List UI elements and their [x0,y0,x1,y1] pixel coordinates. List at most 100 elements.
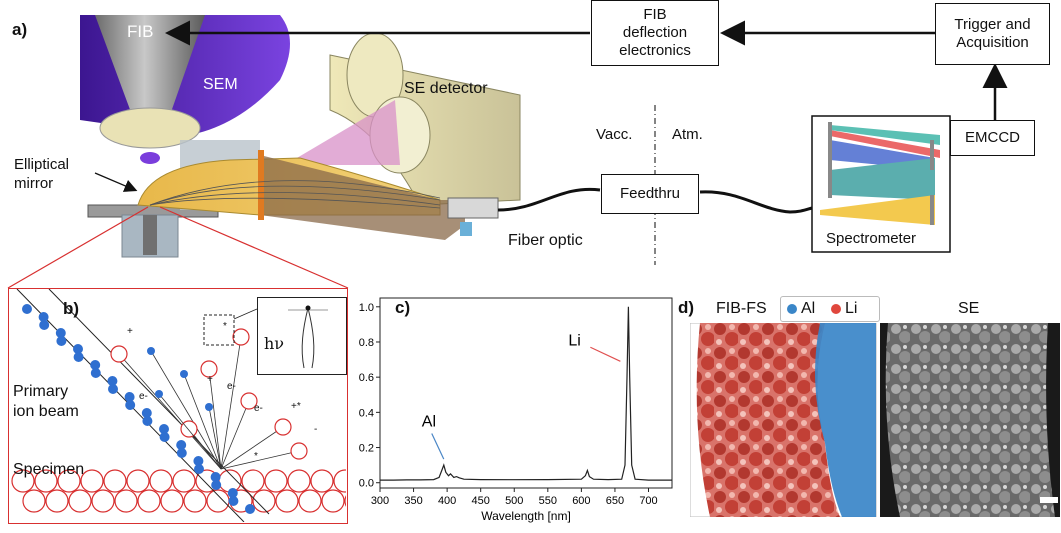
charge-label: +* [291,401,301,412]
photon-inset: hν [257,297,347,375]
ion [73,344,83,354]
specimen-atom [80,469,104,493]
specimen-atom [287,469,311,493]
x-tick-label: 450 [472,495,490,507]
specimen-atom [91,489,115,513]
legend-li-label: Li [845,300,858,317]
specimen-atom [344,489,368,513]
ion [73,352,84,362]
elliptical-mirror-label: Elliptical mirror [14,156,70,192]
mirror-rays [149,180,441,209]
spectrometer-label: Spectrometer [826,230,917,247]
spectrum-line [380,306,672,481]
ion [193,456,204,466]
y-tick-label: 0.2 [359,443,374,455]
y-tick-label: 0.4 [359,407,374,419]
x-tick-label: 600 [572,495,590,507]
ion [227,488,238,498]
li-annotation: Li [568,333,580,350]
ion [55,328,66,338]
x-tick-label: 700 [639,495,657,507]
specimen-atom [206,489,230,513]
li-arrow [590,346,621,362]
charge-label: + [207,374,213,385]
panel-b: +e-+e-e-+*-** b) Primary ion beam Specim… [8,288,368,524]
panel-b-tag: b) [63,299,80,318]
ion [194,464,204,474]
fib-label: FIB [127,22,154,41]
panel-c-tag: c) [395,298,411,317]
legend-al-marker [787,304,797,314]
fiber-optic-cable [497,187,601,212]
x-axis-label: Wavelength [nm] [481,509,571,523]
emitted-atom [274,418,292,436]
ion [211,480,222,490]
ion [141,408,152,418]
emitted-ion [155,390,163,398]
emitted-atom [200,360,218,378]
ion [22,304,32,314]
specimen-atom [149,469,173,493]
specimen-atom [11,469,35,493]
specimen-atom [114,489,138,513]
specimen-atom [321,489,345,513]
specimen-atom [218,469,242,493]
x-tick-label: 400 [438,495,456,507]
charge-label: * [223,321,227,332]
specimen-atom [126,469,150,493]
specimen-atom [57,469,81,493]
charge-label: e- [227,381,236,392]
ion [124,392,135,402]
feedthru-box: Feedthru [601,174,699,214]
spectrometer-rays [820,125,940,225]
panel-a-tag: a) [12,20,28,39]
sem-label: SEM [203,76,238,93]
specimen-atom [22,489,46,513]
specimen-atom [45,489,69,513]
se-detector-label: SE detector [404,80,488,97]
ion [90,368,101,378]
ion [176,440,187,450]
legend-li-marker [831,304,841,314]
y-tick-label: 0.0 [359,478,374,490]
ion [108,384,118,394]
ion [159,432,170,442]
panel-d-tag: d) [678,298,695,317]
emitted-atom [240,392,258,410]
specimen-atom [103,469,127,493]
specimen-atom [172,469,196,493]
x-tick-label: 300 [371,495,389,507]
specimen-label: Specimen [13,461,85,478]
y-tick-label: 0.6 [359,372,374,384]
legend: Al Li [780,296,880,322]
specimen-atom [160,489,184,513]
fibfs-label: FIB-FS [716,300,767,317]
ion [159,424,169,434]
panel-b-drawing: +e-+e-e-+*-** [11,288,368,523]
specimen-atom [183,489,207,513]
specimen-atom [252,489,276,513]
ion [39,320,50,330]
al-annotation: Al [422,413,436,430]
charge-label: e- [254,403,263,414]
hnu-label: hν [264,334,285,353]
ion [90,360,101,370]
emitted-ion [205,403,213,411]
atm-label: Atm. [672,126,703,143]
se-image-label: SE [958,300,980,317]
charge-label: e- [139,391,148,402]
specimen-atom [264,469,288,493]
ion [107,376,118,386]
al-arrow [431,433,445,460]
fib-column [95,15,205,140]
x-tick-label: 350 [404,495,422,507]
specimen-atom [333,469,357,493]
fiber-optic-label: Fiber optic [508,232,583,249]
emitted-ion [180,370,188,378]
fib-deflection-box: FIB deflection electronics [591,0,719,66]
ion [56,336,67,346]
panel-a-drawing [80,15,1008,265]
specimen-atom [137,489,161,513]
